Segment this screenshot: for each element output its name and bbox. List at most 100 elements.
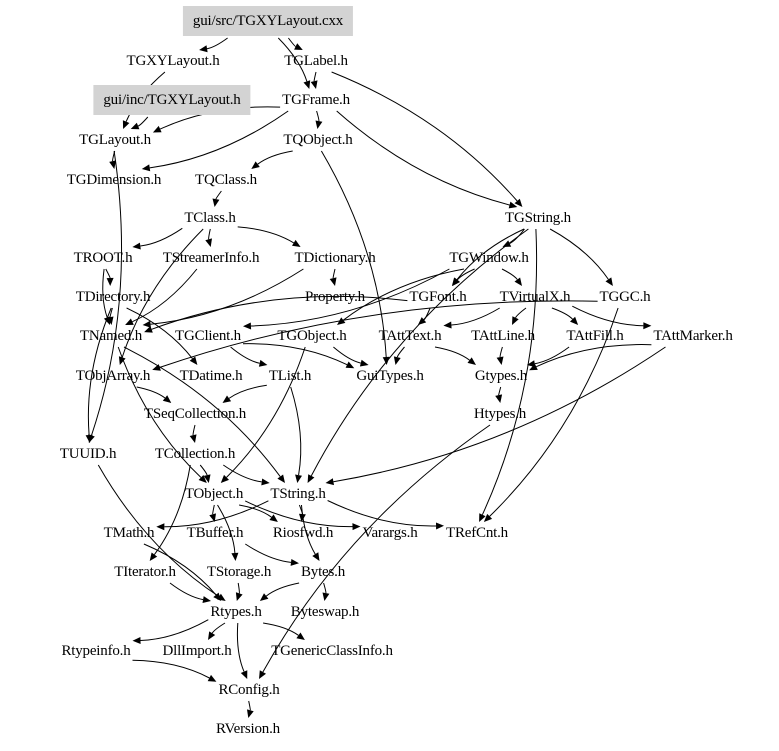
node-tnamed-h[interactable]: TNamed.h xyxy=(79,328,143,344)
node-tattfill-h[interactable]: TAttFill.h xyxy=(566,328,624,344)
node-titerator-h[interactable]: TIterator.h xyxy=(114,564,176,580)
node-varargs-h[interactable]: Varargs.h xyxy=(362,525,418,541)
node-rconfig-h[interactable]: RConfig.h xyxy=(218,682,280,698)
node-tstreamerinfo-h[interactable]: TStreamerInfo.h xyxy=(162,250,260,266)
node-tgxylayout-h[interactable]: TGXYLayout.h xyxy=(126,53,220,69)
arrowhead-icon xyxy=(109,160,116,169)
node-tqclass-h[interactable]: TQClass.h xyxy=(195,172,257,188)
node-tattline-h[interactable]: TAttLine.h xyxy=(471,328,535,344)
edge-TAttText-to-Gtypes xyxy=(434,346,470,361)
node-rtypeinfo-h[interactable]: Rtypeinfo.h xyxy=(61,643,131,659)
node-tstorage-h[interactable]: TStorage.h xyxy=(206,564,272,580)
edge-TObject-to-TBuffer xyxy=(212,504,215,515)
node-tlist-h[interactable]: TList.h xyxy=(268,368,312,384)
edge-Rtypes-to-RConfig xyxy=(236,622,245,672)
node-troot-h[interactable]: TROOT.h xyxy=(73,250,133,266)
node-tgdimension-h[interactable]: TGDimension.h xyxy=(66,172,162,188)
edge-TROOT-to-TDirectory xyxy=(105,268,111,279)
node-tgfont-h[interactable]: TGFont.h xyxy=(409,289,467,305)
arrowhead-icon xyxy=(290,559,299,566)
node-guitypes-h[interactable]: GuiTypes.h xyxy=(356,368,424,384)
node-tobjarray-h[interactable]: TObjArray.h xyxy=(75,368,151,384)
node-tdirectory-h[interactable]: TDirectory.h xyxy=(75,289,151,305)
node-tbuffer-h[interactable]: TBuffer.h xyxy=(186,525,244,541)
arrowhead-icon xyxy=(162,395,172,403)
node-tclass-h[interactable]: TClass.h xyxy=(184,210,236,226)
edge-Bytes-to-Rtypes xyxy=(265,582,300,597)
edge-TBuffer-to-Bytes xyxy=(245,543,292,563)
node-rtypes-h[interactable]: Rtypes.h xyxy=(210,604,262,620)
edge-TGClient-to-GuiTypes xyxy=(242,343,348,366)
arrowhead-icon xyxy=(259,593,269,601)
node-tdictionary-h[interactable]: TDictionary.h xyxy=(294,250,376,266)
edge-TGFont-to-TNamed xyxy=(151,295,408,330)
node-tgclient-h[interactable]: TGClient.h xyxy=(175,328,241,344)
node-tgwindow-h[interactable]: TGWindow.h xyxy=(449,250,529,266)
arrowhead-icon xyxy=(307,474,315,483)
node-tseqcollection-h[interactable]: TSeqCollection.h xyxy=(143,406,247,422)
arrowhead-icon xyxy=(132,637,141,644)
node-riosfwd-h[interactable]: Riosfwd.h xyxy=(272,525,334,541)
edge-TCollection-to-TObject xyxy=(199,464,208,476)
node-tgframe-h[interactable]: TGFrame.h xyxy=(282,92,350,108)
arrowhead-icon xyxy=(231,552,239,561)
arrowhead-icon xyxy=(467,357,476,365)
edge-TAttLine-to-Gtypes xyxy=(499,346,503,358)
edge-TGString-to-TGGC xyxy=(549,228,609,280)
arrowhead-icon xyxy=(299,513,306,522)
arrowhead-icon xyxy=(247,709,254,718)
arrowhead-icon xyxy=(322,592,330,601)
node-byteswap-h[interactable]: Byteswap.h xyxy=(290,604,360,620)
edge-TGLabel-to-TGString xyxy=(331,71,518,202)
node-tglayout-h[interactable]: TGLayout.h xyxy=(79,132,151,148)
node-gtypes-h[interactable]: Gtypes.h xyxy=(474,368,528,384)
edge-src-to-TGFrame xyxy=(277,37,308,82)
node-dllimport-h[interactable]: DllImport.h xyxy=(162,643,232,659)
edge-TNamed-to-TObject xyxy=(117,346,202,478)
edge-TAttText-to-GuiTypes xyxy=(396,346,405,358)
node-tqobject-h[interactable]: TQObject.h xyxy=(283,132,353,148)
node-trefcnt-h[interactable]: TRefCnt.h xyxy=(446,525,508,541)
node-tggc-h[interactable]: TGGC.h xyxy=(599,289,651,305)
node-tcollection-h[interactable]: TCollection.h xyxy=(154,446,236,462)
node-tgobject-h[interactable]: TGObject.h xyxy=(277,328,347,344)
node-bytes-h[interactable]: Bytes.h xyxy=(300,564,346,580)
node-rversion-h[interactable]: RVersion.h xyxy=(216,721,280,737)
node-tdatime-h[interactable]: TDatime.h xyxy=(179,368,243,384)
node-tmath-h[interactable]: TMath.h xyxy=(103,525,155,541)
node-tgenericclassinfo-h[interactable]: TGenericClassInfo.h xyxy=(271,643,393,659)
edge-TAttMarker-to-Gtypes xyxy=(536,344,652,368)
node-tgstring-h[interactable]: TGString.h xyxy=(505,210,571,226)
arrowhead-icon xyxy=(118,356,126,365)
node-gui-inc-tgxylayout-h[interactable]: gui/inc/TGXYLayout.h xyxy=(93,85,251,115)
node-tattmarker-h[interactable]: TAttMarker.h xyxy=(653,328,733,344)
edge-TCollection-to-TIterator xyxy=(153,464,191,555)
arrowhead-icon xyxy=(483,513,493,522)
node-gui-src-tgxylayout-cxx[interactable]: gui/src/TGXYLayout.cxx xyxy=(182,6,354,36)
node-tstring-h[interactable]: TString.h xyxy=(270,486,326,502)
edge-TGClient-to-TList xyxy=(230,346,260,364)
node-tobject-h[interactable]: TObject.h xyxy=(184,486,244,502)
edge-TGWindow-to-TGClient xyxy=(250,268,450,327)
node-tvirtualx-h[interactable]: TVirtualX.h xyxy=(499,289,571,305)
edge-TGLabel-to-TGFrame xyxy=(313,71,317,82)
arrowhead-icon xyxy=(258,359,268,367)
edge-TList-to-TSeqCollection xyxy=(228,384,267,399)
node-tglabel-h[interactable]: TGLabel.h xyxy=(284,53,348,69)
edge-TDictionary-to-TNamed xyxy=(150,268,304,325)
arrowhead-icon xyxy=(452,277,461,286)
arrowhead-icon xyxy=(502,240,512,247)
edge-TGWindow-to-TGFont xyxy=(457,268,475,281)
node-htypes-h[interactable]: Htypes.h xyxy=(473,406,527,422)
node-tuuid-h[interactable]: TUUID.h xyxy=(59,446,117,462)
edge-TGFont-to-TAttText xyxy=(423,307,431,321)
edge-TDirectory-to-TNamed xyxy=(109,307,113,318)
arrowhead-icon xyxy=(508,201,518,209)
arrowhead-icon xyxy=(235,592,243,601)
arrowhead-icon xyxy=(337,317,346,325)
node-property-h[interactable]: Property.h xyxy=(305,289,365,305)
arrowhead-icon xyxy=(277,474,285,483)
node-tatttext-h[interactable]: TAttText.h xyxy=(378,328,442,344)
